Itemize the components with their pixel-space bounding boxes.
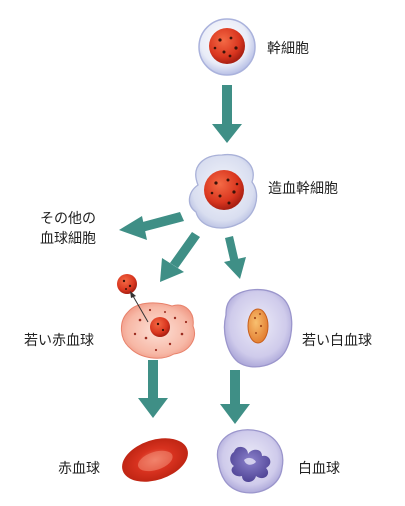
young-white-blood-cell-illustration [225,290,292,367]
hematopoietic-stem-cell-illustration [189,155,256,228]
label-other-blood-cells-line1: その他の [40,209,96,229]
label-stem-cell: 幹細胞 [267,38,309,58]
stem-cell-illustration [199,19,255,75]
label-other-blood-cells-line2: 血球細胞 [40,229,96,249]
label-white-blood-cell: 白血球 [298,458,340,478]
label-young-red-blood-cell: 若い赤血球 [24,330,94,350]
arrow-hsc-to-young-rbc [160,232,200,282]
young-red-blood-cell-illustration [117,274,194,358]
arrow-hsc-to-young-wbc [224,236,246,279]
arrow-young-wbc-to-wbc [220,370,250,424]
label-red-blood-cell: 赤血球 [58,458,100,478]
arrow-young-rbc-to-rbc [138,360,168,418]
white-blood-cell-illustration [217,430,282,493]
red-blood-cell-illustration [116,430,193,489]
label-hematopoietic-stem-cell: 造血幹細胞 [268,178,338,198]
arrow-hsc-to-other-cells [119,212,184,240]
label-young-white-blood-cell: 若い白血球 [302,330,372,350]
label-other-blood-cells: その他の 血球細胞 [40,209,96,249]
arrow-stem-to-hsc [212,85,242,143]
